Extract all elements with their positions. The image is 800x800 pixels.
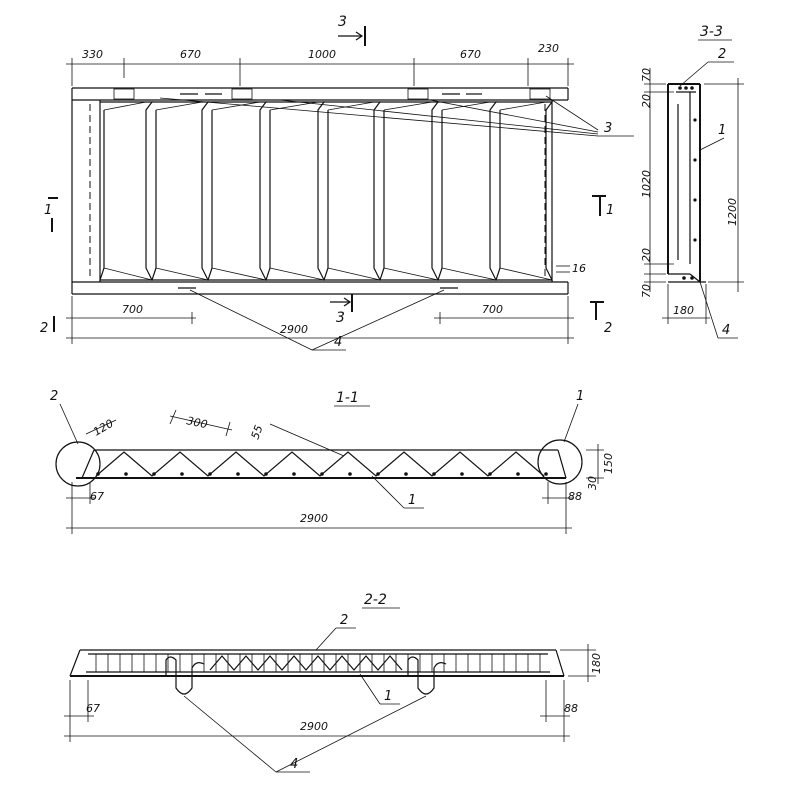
rebar-dot [124, 472, 128, 476]
section-2-left: 2 [40, 321, 48, 336]
s11-dim-120: 120 [91, 417, 116, 439]
s22-dim-180: 180 [590, 653, 603, 674]
v33-dim-20-top: 20 [640, 94, 653, 108]
stiffener-edge [327, 101, 375, 111]
section-2-2-title: 2-2 [364, 592, 387, 608]
rebar-dot [264, 472, 268, 476]
section-2-right: 2 [604, 321, 612, 336]
stiffener-edge [499, 267, 553, 281]
section-2-2: 2-2 180 67 88 2900 2 1 [64, 592, 603, 773]
stiffener-edge [269, 267, 325, 281]
rebar-dot [460, 472, 464, 476]
stiffener-edge [103, 101, 147, 111]
stiffener-edge [103, 267, 153, 281]
s11-dim-88: 88 [568, 490, 582, 503]
s22-dim-67: 67 [86, 702, 100, 715]
rebar-dot [544, 472, 548, 476]
stiffener-edge [155, 267, 209, 281]
stiffener-edge [441, 267, 497, 281]
stiffener-plate [265, 101, 326, 281]
s11-callout-2: 2 [50, 389, 58, 404]
stiffener-plate [323, 101, 382, 281]
stiffener-edge [499, 101, 547, 111]
stiffener-plate [437, 101, 498, 281]
v33-dim-70-top: 70 [640, 68, 653, 82]
section-1-right: 1 [606, 203, 614, 218]
stiffener-edge [211, 267, 267, 281]
stiffener-folds [99, 101, 554, 281]
section-1-1: 1-1 120 300 55 150 30 67 88 [50, 389, 615, 534]
v33-callout-2: 2 [718, 47, 726, 62]
s22-callout-4: 4 [290, 757, 298, 772]
top-dim-330: 330 [82, 48, 103, 61]
s22-callout-2: 2 [340, 613, 348, 628]
bottom-dim-2900: 2900 [280, 323, 308, 336]
v33-dim-1020: 1020 [640, 170, 653, 198]
bottom-dim-700-left: 700 [122, 303, 143, 316]
callout-4-plan: 4 [334, 335, 342, 350]
view-3-3-title: 3-3 [700, 24, 723, 40]
rebar-dot [208, 472, 212, 476]
rebar-dot [180, 472, 184, 476]
s11-dim-30: 30 [586, 476, 599, 490]
v33-dim-1200: 1200 [726, 198, 739, 226]
section-3-mark-bottom: 3 [336, 310, 345, 326]
v33-dim-180: 180 [673, 304, 694, 317]
s11-dim-55: 55 [249, 423, 266, 441]
plan-view: 330 670 1000 670 230 3 3 1 1 16 [40, 14, 634, 351]
v33-callout-4: 4 [722, 323, 730, 338]
rebar-dot [432, 472, 436, 476]
top-dim-670-left: 670 [180, 48, 201, 61]
s22-dim-2900: 2900 [300, 720, 328, 733]
truss-diagonals [95, 451, 545, 477]
v33-dim-20-bottom: 20 [640, 248, 653, 262]
rebar-dot [292, 472, 296, 476]
s11-dim-300: 300 [185, 414, 208, 431]
stiffener-plate [379, 101, 440, 281]
rebar-dot [348, 472, 352, 476]
truss-diagonals [209, 655, 403, 671]
dim-16: 16 [572, 262, 586, 275]
v33-callout-1: 1 [718, 123, 726, 138]
rebar-dot [488, 472, 492, 476]
truss-2-2 [95, 654, 541, 672]
rebar-dot [376, 472, 380, 476]
s11-callout-1-bottom: 1 [408, 493, 416, 508]
bottom-dim-700-right: 700 [482, 303, 503, 316]
s11-dim-150: 150 [602, 453, 615, 474]
stiffener-edge [441, 101, 491, 111]
s11-callout-1-right: 1 [576, 389, 584, 404]
s22-callout-1: 1 [384, 689, 392, 704]
v33-dim-70-bottom: 70 [640, 284, 653, 298]
top-dim-670-right: 670 [460, 48, 481, 61]
callout-3: 3 [604, 121, 612, 136]
section-3-mark-top: 3 [338, 14, 347, 30]
stiffener-edge [155, 101, 203, 111]
stiffener-edge [327, 267, 381, 281]
rebar-dot [236, 472, 240, 476]
rebar-dot [320, 472, 324, 476]
rebar-dot [152, 472, 156, 476]
stiffener-plate [151, 101, 210, 281]
top-dim-1000: 1000 [308, 48, 336, 61]
section-1-left: 1 [44, 203, 52, 218]
rebar-dot [516, 472, 520, 476]
rebar-dot [404, 472, 408, 476]
stiffener-plate [207, 101, 268, 281]
section-1-1-title: 1-1 [336, 390, 359, 406]
truss-1-1 [95, 451, 548, 477]
stiffener-edge [211, 101, 261, 111]
stiffener-edge [383, 267, 439, 281]
stiffener-plate [99, 101, 154, 281]
s11-dim-2900: 2900 [300, 512, 328, 525]
view-3-3: 3-3 70 20 1020 20 70 [640, 24, 744, 339]
stiffener-edge [383, 101, 433, 111]
stiffener-plate [495, 101, 554, 281]
s11-dim-67: 67 [90, 490, 104, 503]
s22-dim-88: 88 [564, 702, 578, 715]
top-dim-230: 230 [538, 42, 559, 55]
